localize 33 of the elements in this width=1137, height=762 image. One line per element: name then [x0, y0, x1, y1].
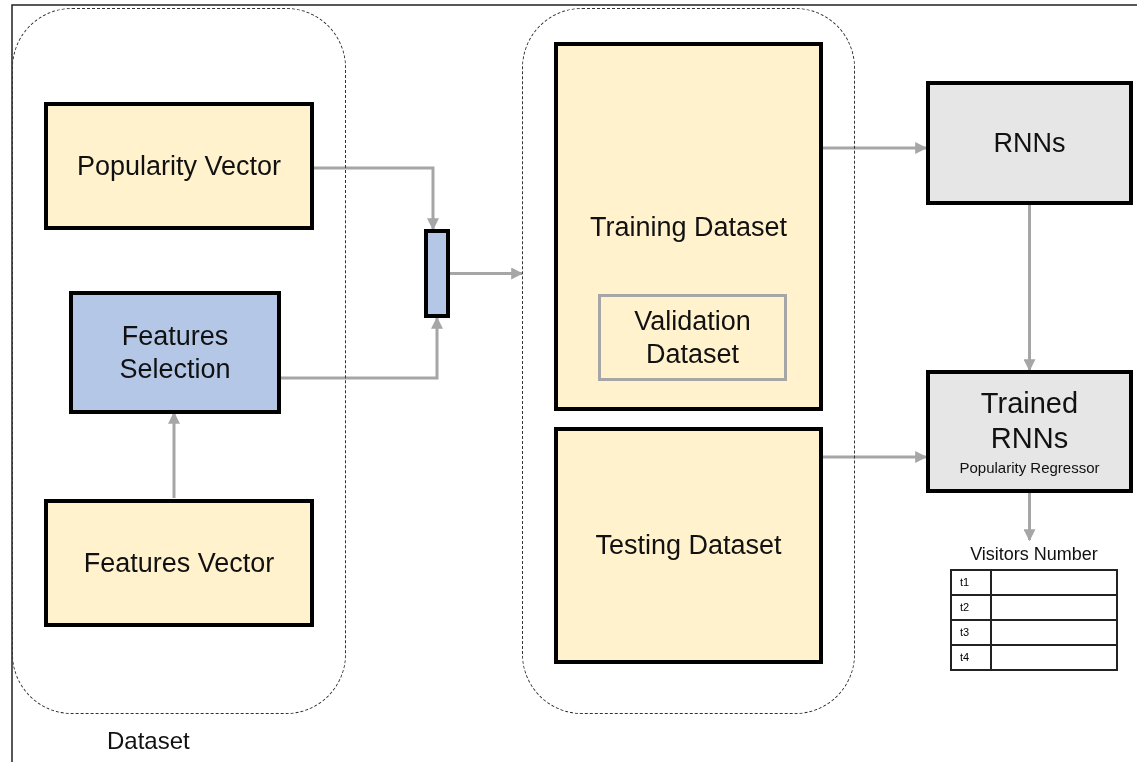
arrow: [1023, 205, 1036, 372]
arrow: [822, 451, 928, 463]
process-box: [926, 370, 1133, 493]
process-box: [69, 291, 281, 414]
arrow: [280, 316, 443, 380]
dashed-group-boundary: [522, 8, 855, 714]
arrow: [822, 142, 928, 154]
arrow: [313, 166, 439, 231]
box-subtitle: Popularity Regressor: [958, 459, 1101, 478]
box-title: Testing Dataset: [594, 529, 783, 562]
process-box: [926, 81, 1133, 205]
group-label: Dataset: [107, 727, 190, 756]
table-cell: t4: [951, 644, 991, 670]
box-title: Features Selection: [118, 320, 232, 385]
box-title: RNNs: [992, 126, 1067, 160]
arrow: [450, 267, 524, 280]
table-cell: t2: [951, 594, 991, 620]
table-title: Visitors Number: [970, 544, 1098, 566]
process-box: [44, 102, 314, 230]
box-title: Popularity Vector: [75, 149, 283, 183]
process-box: [598, 294, 787, 381]
table-cell: t1: [951, 569, 991, 595]
box-title: Training Dataset: [588, 211, 789, 244]
box-title: Features Vector: [82, 546, 276, 580]
arrow: [168, 411, 180, 498]
process-box: [44, 499, 314, 627]
arrow: [1023, 493, 1036, 542]
process-box: [554, 427, 823, 664]
table-cell: t3: [951, 619, 991, 645]
vector-bar: [424, 229, 450, 318]
process-box: [554, 42, 823, 411]
box-title: Trained RNNs: [979, 385, 1080, 456]
box-title: Validation Dataset: [633, 305, 752, 370]
